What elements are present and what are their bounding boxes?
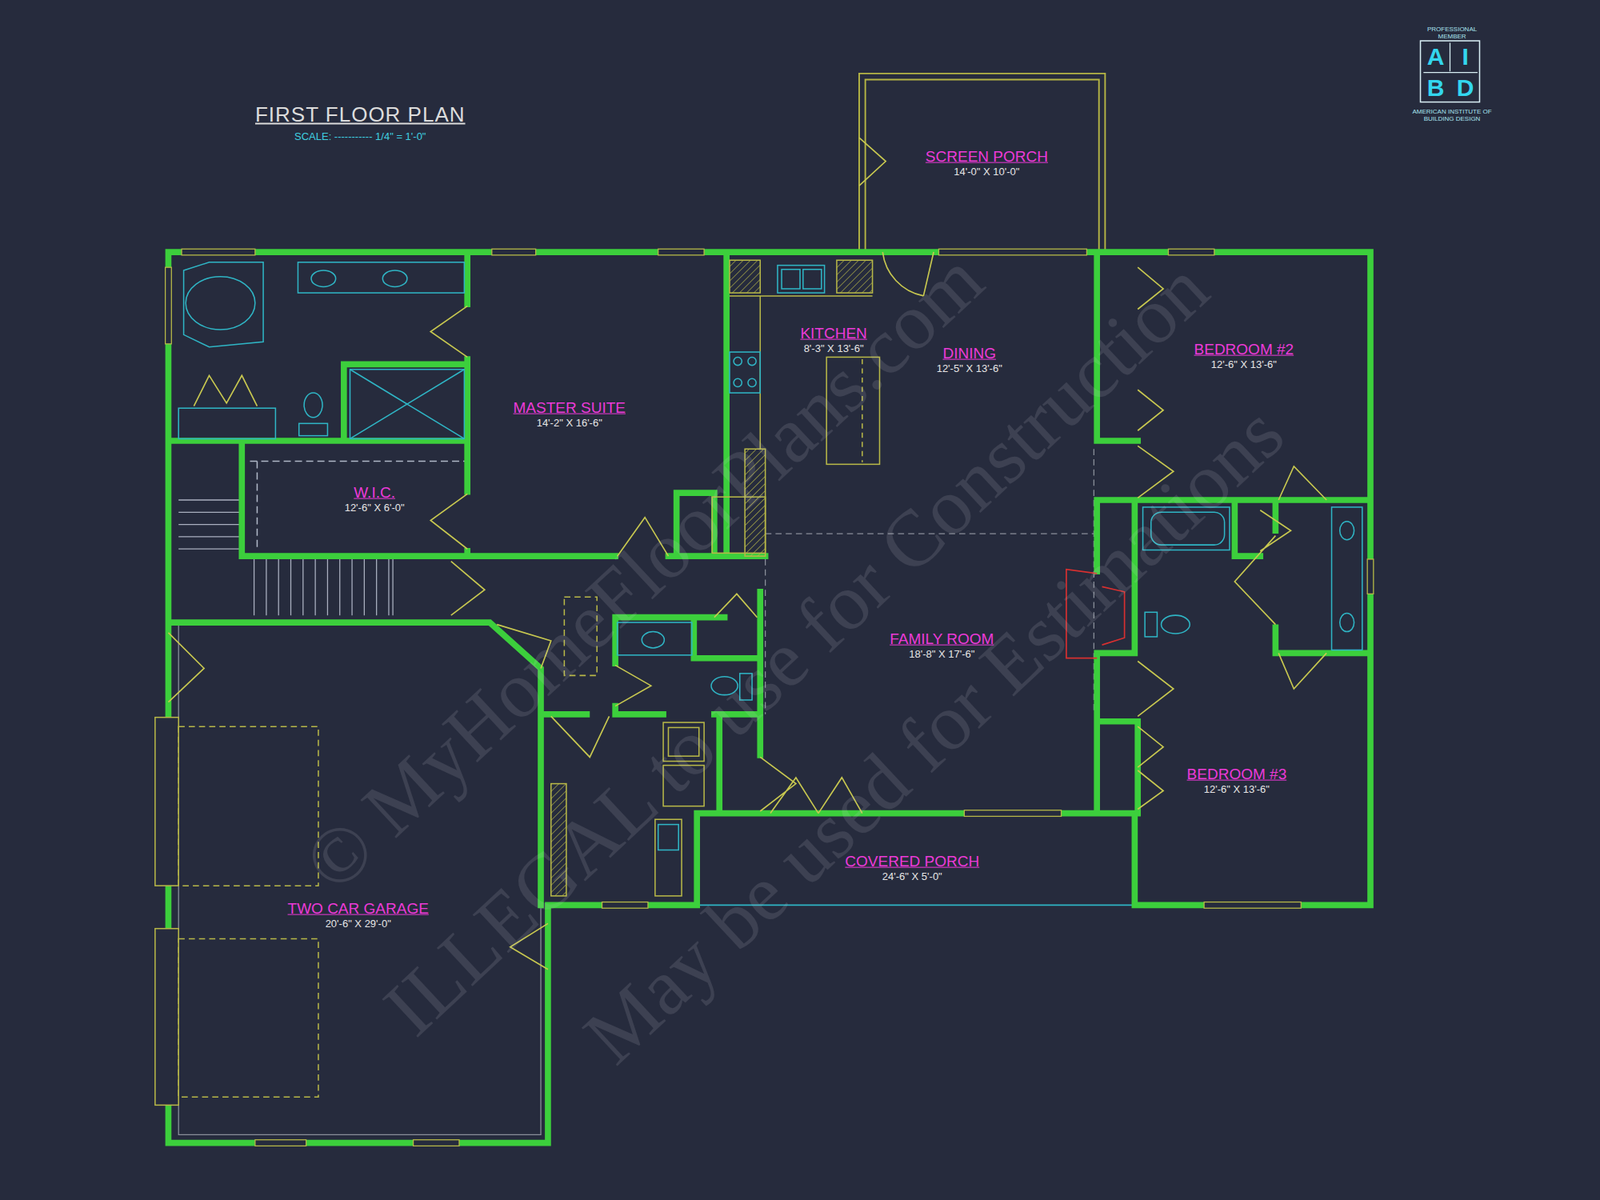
burner [748,356,756,365]
room-dimension: 12'-6" X 13'-6" [1184,782,1290,796]
car-outline [178,726,319,886]
window [938,248,1087,256]
room-label: COVERED PORCH24'-6" X 5'-0" [842,852,982,884]
vanity [297,262,464,293]
window [492,248,536,256]
room-name: FAMILY ROOM [887,630,996,648]
logo-letter: A [1427,43,1445,72]
garage-door [155,717,179,886]
toilet [304,392,323,418]
tub [184,262,264,348]
room-label: BEDROOM #312'-6" X 13'-6" [1184,764,1290,796]
window [255,1140,307,1147]
toilet-tank [299,423,328,436]
room-name: DINING [934,344,1005,363]
room-dimension: 12'-5" X 13'-6" [934,362,1005,376]
window [602,902,648,909]
car-outline [178,938,319,1097]
shower [350,369,465,440]
logo-letter: B [1427,73,1445,102]
burner [748,378,756,387]
window [964,810,1061,817]
logo-caption: AMERICAN INSTITUTE OF BUILDING DESIGN [1412,108,1492,123]
tub-basin [185,276,256,330]
burner [733,378,742,387]
room-dimension: 8'-3" X 13'-6" [797,341,869,356]
room-dimension: 12'-6" X 13'-6" [1192,358,1297,372]
closet-rod [250,461,468,552]
logo-letter: D [1456,73,1475,102]
room-label: SCREEN PORCH14'-0" X 10'-0" [923,148,1051,180]
room-label: W.I.C.12'-6" X 6'-0" [342,483,408,515]
sink-bowl [781,269,800,289]
room-label: TWO CAR GARAGE20'-6" X 29'-0" [285,900,432,932]
room-name: BEDROOM #3 [1184,764,1290,783]
toilet [1161,615,1191,634]
room-name: MASTER SUITE [511,398,628,416]
sink [641,632,664,648]
room-label: FAMILY ROOM18'-8" X 17'-6" [887,630,996,662]
cooktop [729,352,760,393]
shower-drain [350,369,465,440]
room-dimension: 12'-6" X 6'-0" [342,500,408,515]
logo-dividers [1423,43,1478,73]
room-label: BEDROOM #212'-6" X 13'-6" [1192,340,1297,372]
garage-door [155,928,179,1106]
room-name: W.I.C. [342,483,408,501]
room-dimension: 20'-6" X 29'-0" [285,917,432,932]
room-name: KITCHEN [797,324,869,342]
plan-title: FIRST FLOOR PLAN [255,101,466,127]
scale-note: SCALE: ----------- 1/4" = 1'-0" [294,130,426,143]
room-dimension: 18'-8" X 17'-6" [887,648,996,662]
room-dimension: 24'-6" X 5'-0" [842,870,982,884]
room-label: MASTER SUITE14'-2" X 16'-6" [511,398,628,430]
logo-caption: PROFESSIONAL MEMBER [1423,25,1481,40]
window [1168,248,1214,256]
screen-porch-outline [859,73,1105,252]
room-name: SCREEN PORCH [923,148,1051,166]
room-name: COVERED PORCH [842,852,982,871]
room-name: BEDROOM #2 [1192,340,1297,359]
burner [733,356,742,365]
refrigerator [836,260,873,293]
room-label: DINING12'-5" X 13'-6" [934,344,1005,376]
logo-frame [1420,40,1480,103]
garage-doors [155,717,179,1106]
sink [382,270,408,287]
window [658,248,704,256]
window [1367,559,1374,594]
room-name: TWO CAR GARAGE [285,900,432,918]
window [165,267,172,344]
toilet-tank [1144,612,1157,637]
linen-shelf [178,408,276,439]
room-label: KITCHEN8'-3" X 13'-6" [797,324,869,356]
room-dimension: 14'-0" X 10'-0" [923,165,1051,180]
vanity [1332,507,1363,651]
room-dimension: 14'-2" X 16'-6" [511,416,628,430]
sink [1340,521,1355,540]
window [181,248,256,256]
window [1204,902,1301,909]
sink [311,270,336,287]
sink [1340,613,1355,632]
kitchen-sink [777,265,825,293]
logo-letter: I [1461,43,1468,72]
sink-bowl [803,269,822,289]
window [413,1140,460,1147]
corner-cabinet [729,260,760,293]
